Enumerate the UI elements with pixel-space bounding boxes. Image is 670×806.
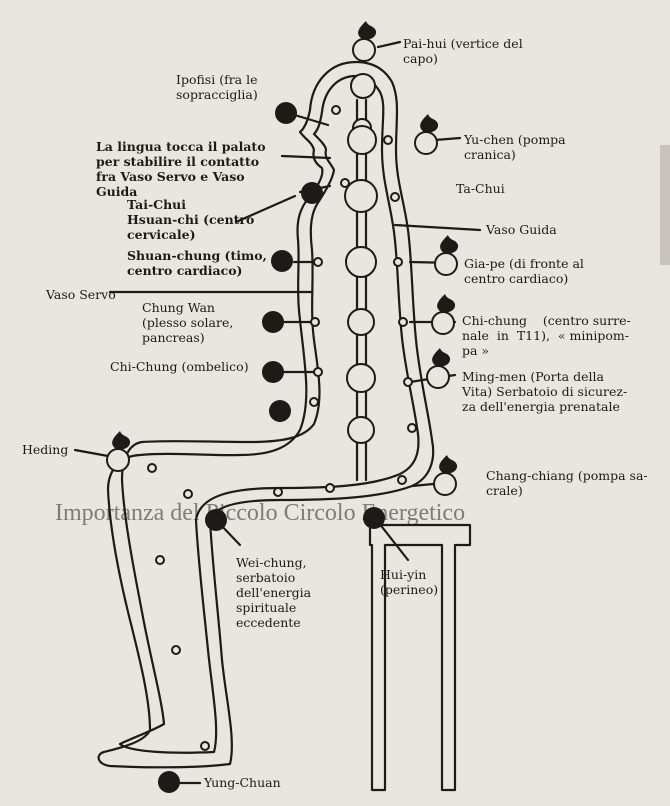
tai-chui-point: [301, 182, 323, 204]
body-outline-inner: [118, 74, 420, 754]
label-tai-chui: Tai-Chui Hsuan-chi (centro cervicale): [127, 197, 255, 242]
stool: [368, 523, 472, 792]
shuan-chung-point: [271, 250, 293, 272]
pai-hui-point: [352, 38, 376, 62]
label-ta-chui: Ta-Chui: [456, 181, 505, 196]
ming-men-point: [426, 365, 450, 389]
yung-chuan-point: [158, 771, 180, 793]
chung-wan-point: [262, 311, 284, 333]
chang-chiang-point: [433, 472, 457, 496]
chi-chung-back-point: [431, 311, 455, 335]
label-gia-pe: Gia-pe (di fronte al centro cardiaco): [464, 256, 584, 286]
label-heding: Heding: [22, 442, 69, 457]
page-edge: [660, 145, 670, 265]
ipofisi-point: [275, 102, 297, 124]
heding-point: [106, 448, 130, 472]
flame-icons: [112, 21, 459, 474]
label-chung-wan: Chung Wan (plesso solare, pancreas): [142, 300, 234, 345]
wei-chung-point: [205, 509, 227, 531]
label-yu-chen: Yu-chen (pompa cranica): [464, 132, 566, 162]
front-points: [158, 102, 385, 793]
label-ipofisi: Ipofisi (fra le sopracciglia): [176, 72, 258, 102]
gia-pe-point: [434, 252, 458, 276]
yu-chen-point: [414, 131, 438, 155]
label-chi-chung: Chi-Chung (ombelico): [110, 359, 249, 374]
label-ming-men: Ming-men (Porta della Vita) Serbatoio di…: [462, 369, 628, 414]
label-shuan-chung: Shuan-chung (timo, centro cardiaco): [127, 248, 267, 278]
label-pai-hui: Pai-hui (vertice del capo): [403, 36, 523, 66]
chi-chung-point: [262, 361, 284, 383]
label-vaso-guida: Vaso Guida: [486, 222, 557, 237]
label-yung-chuan: Yung-Chuan: [204, 775, 281, 790]
label-chang-chiang: Chang-chiang (pompa sa- crale): [486, 468, 648, 498]
label-hui-yin: Hui-yin (perineo): [380, 567, 439, 597]
label-chi-chung-back: Chi-chung (centro surre- nale in T11), «…: [462, 313, 631, 358]
label-lingua: La lingua tocca il palato per stabilire …: [96, 139, 266, 199]
hui-yin-point: [363, 507, 385, 529]
label-vaso-servo: Vaso Servo: [46, 287, 116, 302]
label-wei-chung: Wei-chung, serbatoio dell'energia spirit…: [236, 555, 312, 630]
lower-abdomen-point: [269, 400, 291, 422]
